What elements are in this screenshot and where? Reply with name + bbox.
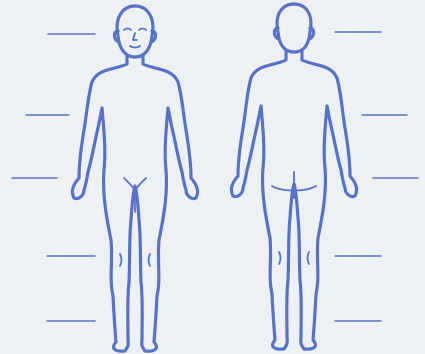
body-diagram xyxy=(0,0,425,354)
diagram-background xyxy=(0,0,425,354)
